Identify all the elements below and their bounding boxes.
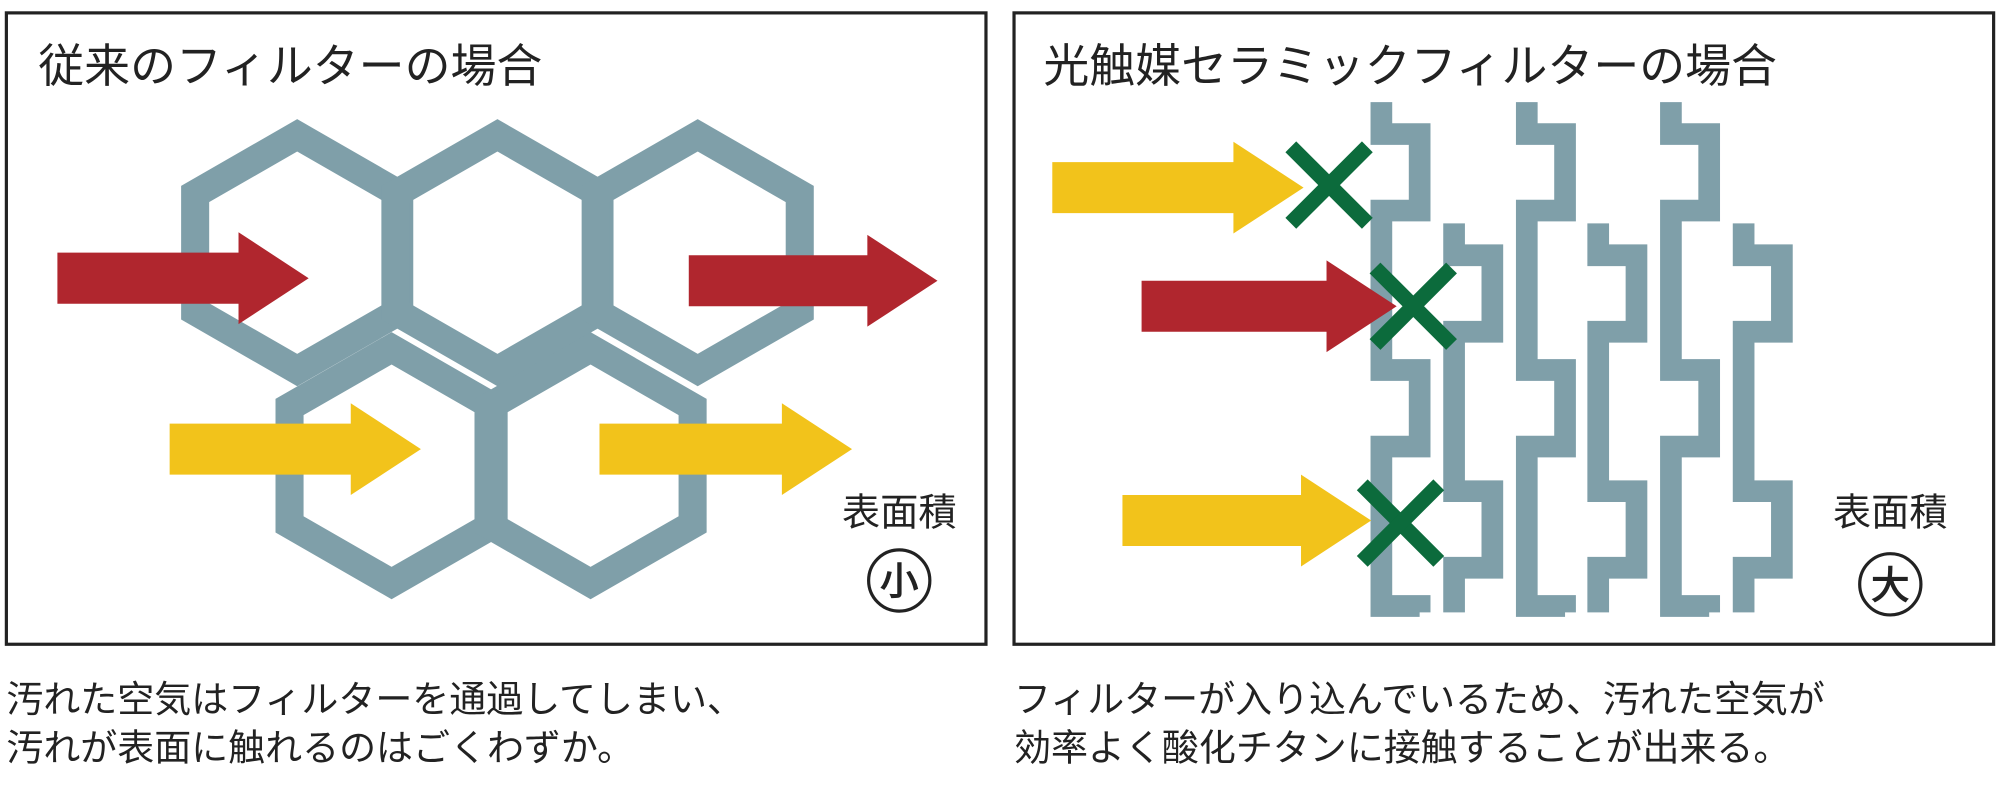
left-surface-label: 表面積 [842, 491, 957, 536]
blocked-x-icon [1285, 141, 1373, 229]
yellow-arrow [1052, 141, 1304, 234]
left-airflow-arrows [57, 232, 938, 496]
left-panel-title: 従来のフィルターの場合 [38, 39, 542, 93]
hexagon-cell [474, 332, 707, 600]
filter-step-column [1660, 102, 1721, 617]
right-surface-label: 表面積 [1833, 491, 1948, 536]
right-airflow-arrows [1052, 141, 1457, 567]
red-arrow [57, 232, 309, 325]
left-caption-line-2: 汚れが表面に触れるのはごくわずか。 [6, 726, 634, 769]
left-panel: 従来のフィルターの場合 表面積 小 汚れた空気はフィルターを通過してしまい、 汚… [4, 11, 988, 769]
left-caption-line-1: 汚れた空気はフィルターを通過してしまい、 [6, 678, 744, 721]
filter-step-column [1732, 223, 1793, 613]
right-panel: 光触媒セラミックフィルターの場合 表面積 大 フィルターが入り込んでいるため、汚… [1012, 11, 1996, 769]
right-surface-size: 大 [1871, 563, 1909, 608]
right-panel-frame [1012, 11, 1996, 646]
yellow-arrow [599, 403, 853, 496]
left-panel-frame [4, 11, 988, 646]
blocked-x-icon [1356, 479, 1445, 567]
right-surface-size-circle [1858, 552, 1923, 617]
x-stroke [1369, 262, 1457, 350]
filter-step-column [1370, 102, 1431, 617]
left-surface-size: 小 [880, 560, 919, 605]
left-surface-size-circle [867, 548, 932, 613]
yellow-arrow [1122, 474, 1372, 567]
ceramic-filter-structure [1370, 102, 1793, 617]
red-arrow [1141, 260, 1397, 353]
honeycomb-filter [181, 119, 814, 600]
yellow-arrow [169, 403, 421, 496]
filter-step-column [1443, 223, 1504, 613]
hexagon-cell [581, 119, 814, 387]
red-arrow [688, 234, 938, 327]
right-caption-line-1: フィルターが入り込んでいるため、汚れた空気が [1014, 678, 1825, 721]
blocked-x-icon [1369, 262, 1457, 350]
filter-step-column [1515, 102, 1576, 617]
hexagon-cell [381, 119, 614, 387]
right-caption-line-2: 効率よく酸化チタンに接触することが出来る。 [1014, 726, 1790, 769]
x-stroke [1285, 141, 1373, 229]
filter-step-column [1587, 223, 1648, 613]
x-stroke [1356, 479, 1445, 567]
right-panel-title: 光触媒セラミックフィルターの場合 [1043, 39, 1777, 93]
